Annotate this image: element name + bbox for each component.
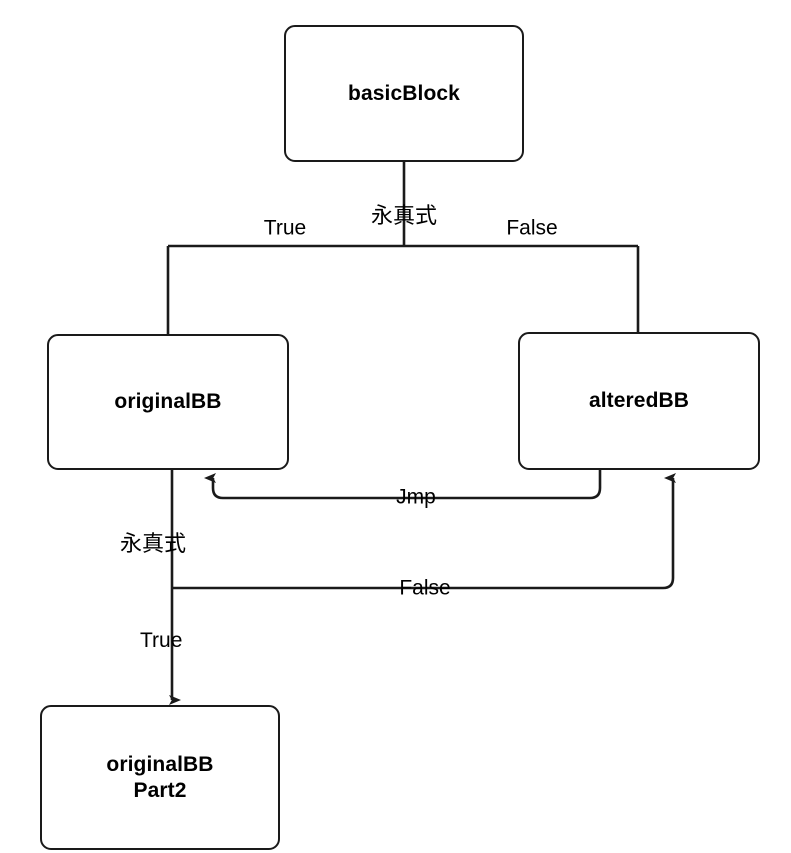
edge-label-originalbb-condition: 永真式 bbox=[120, 532, 187, 557]
edge-label-basicblock-condition: 永真式 bbox=[370, 204, 438, 229]
edge-false-originalbb-to-alteredbb bbox=[172, 473, 676, 590]
node-original-bb-label: originalBB bbox=[114, 390, 222, 414]
node-basic-block[interactable]: basicBlock bbox=[284, 25, 524, 162]
node-original-bb[interactable]: originalBB bbox=[47, 334, 289, 470]
edge-label-jmp: Jmp bbox=[396, 485, 436, 509]
edge-label-true-to-originalbb: True bbox=[263, 216, 307, 240]
node-original-bb-part2[interactable]: originalBB Part2 bbox=[40, 705, 280, 850]
edge-label-false-loop: False bbox=[399, 576, 451, 600]
node-altered-bb[interactable]: alteredBB bbox=[518, 332, 760, 470]
edge-label-false-to-alteredbb: False bbox=[506, 216, 558, 240]
edge-label-true-to-part2: True bbox=[140, 629, 183, 652]
node-original-bb-part2-label: originalBB Part2 bbox=[106, 752, 214, 802]
node-altered-bb-label: alteredBB bbox=[588, 389, 690, 413]
edge-jmp-alteredbb-to-originalbb bbox=[204, 470, 602, 500]
node-basic-block-label: basicBlock bbox=[348, 81, 460, 105]
